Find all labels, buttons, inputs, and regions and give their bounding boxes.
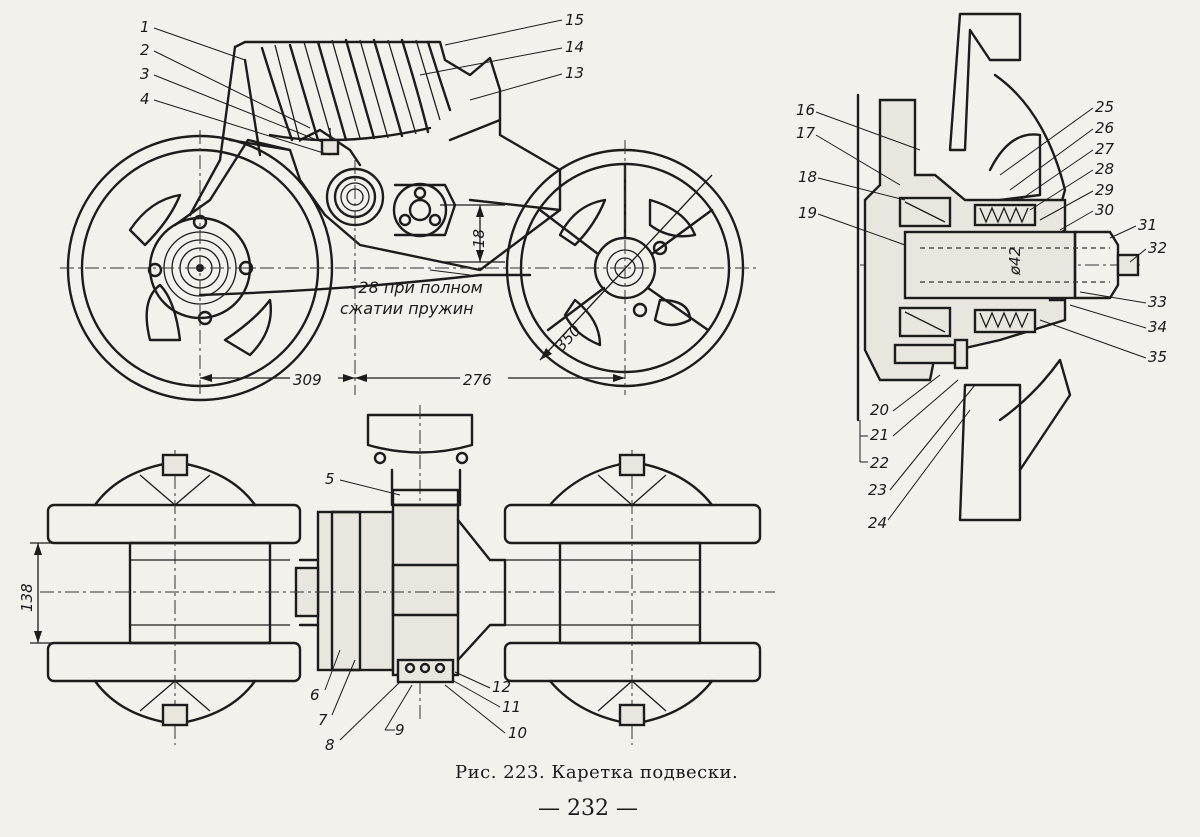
dimension-350: 350	[552, 322, 585, 355]
label-12: 12	[492, 678, 511, 696]
label-5: 5	[325, 470, 335, 488]
left-wheel-pair	[46, 450, 302, 745]
label-21: 21	[870, 426, 889, 444]
label-4: 4	[140, 90, 150, 108]
label-18: 18	[798, 168, 817, 186]
page-number: — 232 —	[538, 796, 638, 821]
dimension-138: 138	[18, 583, 36, 612]
compression-note-line2: сжатии пружин	[340, 299, 474, 318]
plan-view: 138 5 6 7 8 9 10 11 12	[18, 405, 775, 754]
label-27: 27	[1095, 140, 1115, 158]
compression-note-line1: ~28 при полном	[345, 278, 483, 297]
label-9: 9	[395, 721, 405, 739]
label-20: 20	[870, 401, 889, 419]
label-10: 10	[508, 724, 527, 742]
dimension-18: 18	[470, 229, 488, 248]
label-1: 1	[140, 18, 150, 36]
label-34: 34	[1148, 318, 1167, 336]
label-17: 17	[796, 124, 816, 142]
label-2: 2	[140, 41, 150, 59]
balancer-arm	[173, 40, 562, 297]
label-6: 6	[310, 686, 320, 704]
label-23: 23	[868, 481, 887, 499]
label-3: 3	[140, 65, 150, 83]
label-7: 7	[318, 711, 328, 729]
shaft-diameter: ø42	[1006, 247, 1024, 276]
label-11: 11	[502, 698, 521, 716]
suspension-spring	[260, 38, 452, 143]
label-29: 29	[1095, 181, 1114, 199]
figure-caption: Рис. 223. Каретка подвески.	[455, 762, 738, 783]
adjusting-bolt	[320, 128, 340, 156]
bracket-flange	[392, 182, 457, 238]
label-14: 14	[565, 38, 584, 56]
label-19: 19	[798, 204, 817, 222]
label-8: 8	[325, 736, 335, 754]
label-13: 13	[565, 64, 584, 82]
label-31: 31	[1138, 216, 1157, 234]
dimension-309: 309	[293, 371, 322, 389]
label-32: 32	[1148, 239, 1167, 257]
side-view: 309 276 350 18 ~28 при полном сжатии пру…	[60, 11, 760, 402]
right-wheel-pair	[503, 450, 762, 745]
label-16: 16	[796, 101, 815, 119]
label-24: 24	[868, 514, 887, 532]
label-30: 30	[1095, 201, 1114, 219]
label-25: 25	[1095, 98, 1114, 116]
hub-section-view: ø42 16 17 18 19 25 26 27 28 29 30 31 32 …	[796, 12, 1167, 532]
label-26: 26	[1095, 119, 1114, 137]
label-33: 33	[1148, 293, 1167, 311]
dimension-276: 276	[463, 371, 492, 389]
label-35: 35	[1148, 348, 1167, 366]
label-28: 28	[1095, 160, 1114, 178]
label-15: 15	[565, 11, 584, 29]
label-22: 22	[870, 454, 889, 472]
